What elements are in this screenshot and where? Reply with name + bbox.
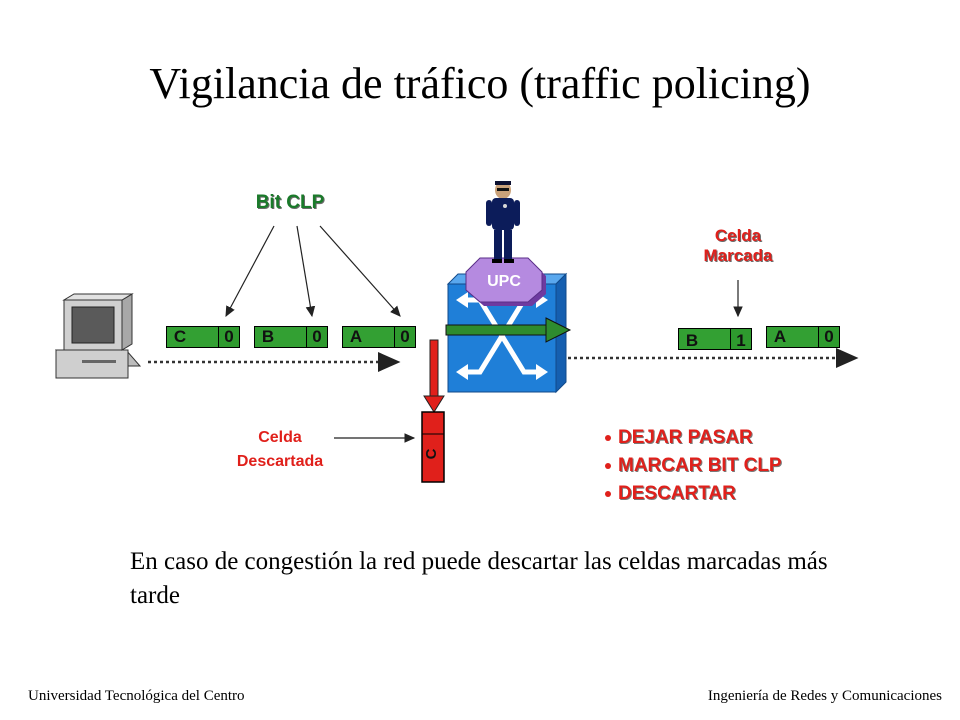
cell-in-a-clp-bit: 0 xyxy=(394,327,415,347)
congestion-note: En caso de congestión la red puede desca… xyxy=(130,548,828,609)
computer-icon xyxy=(54,293,142,379)
cell-out-b-name: B xyxy=(685,331,699,350)
cell-in-c-clp-bit: 0 xyxy=(218,327,239,347)
cell-out-b-clp-bit: 1 xyxy=(730,329,751,350)
marked-cell-label-line1: Celda xyxy=(714,226,762,245)
cell-out-b: B 1 xyxy=(678,328,752,350)
option-bullets xyxy=(605,435,611,497)
footer-right: Ingeniería de Redes y Comunicaciones xyxy=(707,688,942,704)
cell-out-a-name: A xyxy=(773,327,787,346)
upc-badge xyxy=(465,257,546,306)
discarded-cell-label: Celda Descartada xyxy=(220,426,340,474)
guard-icon xyxy=(486,181,520,263)
upc-label: UPC xyxy=(487,273,521,290)
cell-out-a-clp-bit: 0 xyxy=(818,327,839,347)
discarded-cell-name: C xyxy=(423,448,440,460)
bit-clp-label: Bit CLP xyxy=(255,192,325,213)
cell-out-a: A 0 xyxy=(766,326,840,348)
option-pass: DEJAR PASAR xyxy=(618,427,753,448)
option-discard: DESCARTAR xyxy=(618,483,736,504)
marked-cell-label-line2: Marcada xyxy=(703,246,773,265)
discard-arrow xyxy=(423,339,445,413)
cell-in-c-name: C xyxy=(173,327,187,346)
slide-title: Vigilancia de tráfico (traffic policing) xyxy=(149,59,811,108)
cell-in-c: C 0 xyxy=(166,326,240,348)
footer-left: Universidad Tecnológica del Centro xyxy=(28,688,245,704)
cell-in-a-name: A xyxy=(349,327,363,346)
cell-in-b-clp-bit: 0 xyxy=(306,327,327,347)
discarded-cell-label-line2: Descartada xyxy=(236,453,324,470)
cell-in-a: A 0 xyxy=(342,326,416,348)
discarded-cell-label-line1: Celda xyxy=(258,429,302,446)
marked-cell-label: Celda Marcada xyxy=(668,226,808,266)
cell-in-b: B 0 xyxy=(254,326,328,348)
bit-clp-arrows xyxy=(225,225,401,318)
discarded-cell xyxy=(421,411,445,483)
cell-in-b-name: B xyxy=(261,327,275,346)
option-mark-clp: MARCAR BIT CLP xyxy=(618,455,782,476)
pass-through-arrow xyxy=(445,317,572,343)
policing-options-list: DEJAR PASAR MARCAR BIT CLP DESCARTAR xyxy=(602,424,782,508)
